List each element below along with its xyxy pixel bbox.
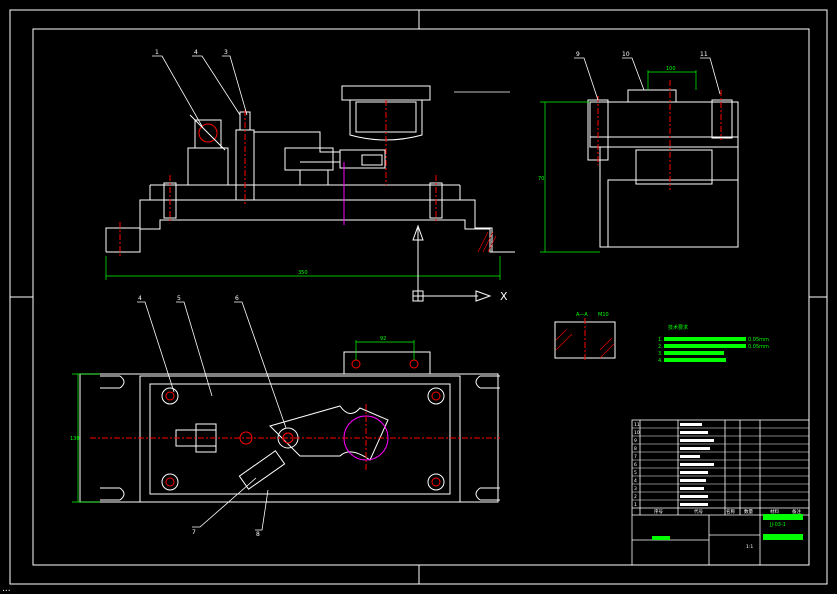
drawing-number: JJ-03-1 <box>769 522 786 528</box>
note-value-1: 0.05mm <box>748 337 769 343</box>
svg-text:材料: 材料 <box>770 508 779 515</box>
section-label: A—A <box>576 312 588 318</box>
title-block-rows <box>632 427 809 501</box>
svg-text:7: 7 <box>634 454 637 460</box>
front-view-leaders <box>152 55 248 129</box>
svg-text:1: 1 <box>634 502 637 508</box>
top-side-dim-text: 130 <box>70 436 80 442</box>
side-label-11: 11 <box>700 51 708 58</box>
top-label-6: 6 <box>235 295 239 302</box>
title-block-header: 序号 代号 名称 数量 材料 备注 <box>654 508 801 515</box>
title-block <box>631 419 810 566</box>
company-bar <box>763 534 803 540</box>
note-item-4: 4. <box>658 358 663 364</box>
scale-text: 1:1 <box>746 544 753 550</box>
front-label-1: 1 <box>155 49 159 56</box>
ucs-icon[interactable] <box>412 224 492 302</box>
inner-frame <box>32 28 810 566</box>
top-label-4: 4 <box>138 295 142 302</box>
svg-text:数量: 数量 <box>744 508 753 515</box>
front-label-4: 4 <box>194 49 198 56</box>
x-axis-arrow-icon: X <box>500 290 508 303</box>
top-view-leaders <box>137 301 287 531</box>
svg-text:8: 8 <box>634 446 637 452</box>
svg-text:5: 5 <box>634 470 637 476</box>
side-label-10: 10 <box>622 51 630 58</box>
note-value-2: 0.05mm <box>748 344 769 350</box>
top-label-5: 5 <box>177 295 181 302</box>
svg-text:备注: 备注 <box>792 508 801 515</box>
side-view-leaders <box>574 57 721 101</box>
status-bar: ... <box>2 584 11 594</box>
svg-text:11: 11 <box>634 422 640 428</box>
svg-text:2: 2 <box>634 494 637 500</box>
note-item-3: 3. <box>658 351 663 357</box>
centering-marks <box>10 10 827 584</box>
title-block-row-numbers: 11 10 9 8 7 6 5 4 3 2 1 <box>634 422 640 508</box>
front-label-3: 3 <box>224 49 228 56</box>
side-view <box>587 80 739 248</box>
front-view <box>105 85 515 258</box>
section-view <box>554 318 616 362</box>
drawing-number-bar <box>763 514 803 520</box>
svg-text:序号: 序号 <box>654 508 663 515</box>
side-label-9: 9 <box>576 51 580 58</box>
top-view <box>79 351 500 503</box>
note-item-1: 1. <box>658 337 663 343</box>
top-label-7: 7 <box>192 529 196 536</box>
svg-text:3: 3 <box>634 486 637 492</box>
designer-bar <box>652 536 670 540</box>
side-height-dim-text: 70 <box>538 176 544 182</box>
side-width-dim-text: 100 <box>666 66 676 72</box>
svg-text:6: 6 <box>634 462 637 468</box>
section-thread: M10 <box>598 312 609 318</box>
top-label-8: 8 <box>256 531 260 538</box>
svg-text:名称: 名称 <box>726 508 735 515</box>
notes-title: 技术要求 <box>668 324 688 331</box>
title-block-fills <box>680 423 714 506</box>
front-length-dim-text: 350 <box>298 270 308 276</box>
svg-text:4: 4 <box>634 478 637 484</box>
svg-text:9: 9 <box>634 438 637 444</box>
side-dimensions <box>540 70 697 253</box>
top-tab-dim-text: 92 <box>380 336 386 342</box>
note-item-2: 2. <box>658 344 663 350</box>
top-dimensions <box>72 340 415 503</box>
svg-text:代号: 代号 <box>694 508 703 515</box>
tech-notes: 技术要求 1. 2. 3. 4. 0.05mm 0.05mm <box>658 324 769 364</box>
svg-text:10: 10 <box>634 430 640 436</box>
front-length-dimension <box>105 256 501 280</box>
